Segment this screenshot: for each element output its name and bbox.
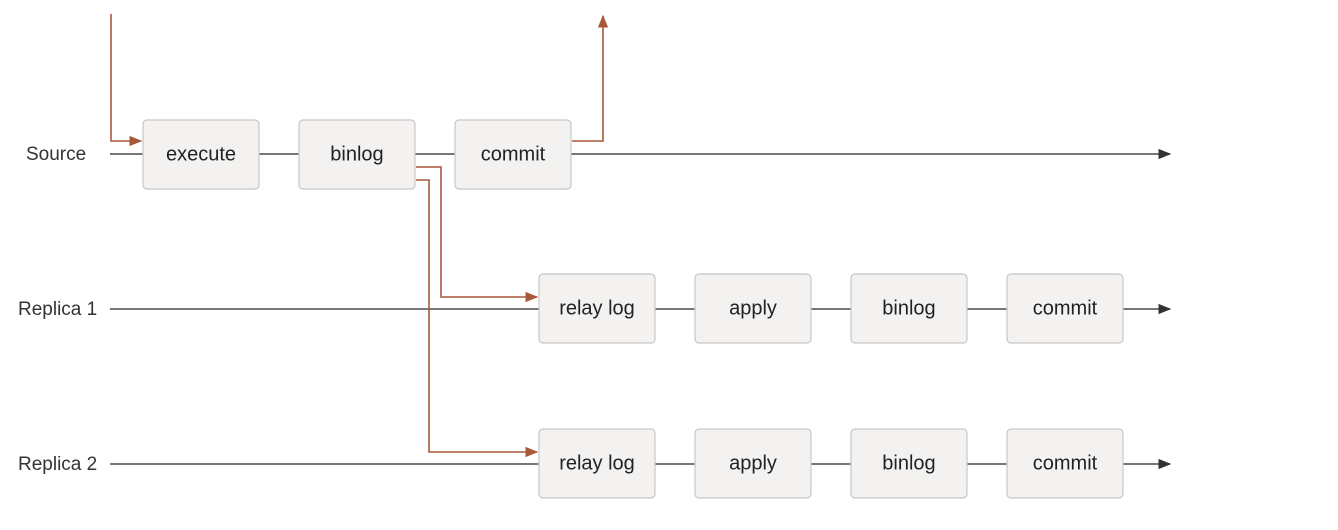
source-execute-box: [142, 119, 260, 190]
replica-2-binlog-box: [850, 428, 968, 499]
source-commit-box: [454, 119, 572, 190]
replica-1-apply-label: apply: [729, 297, 777, 319]
replica-2-commit-box: [1006, 428, 1124, 499]
commit-return-arrow: [572, 14, 609, 142]
replica-1-commit-label: commit: [1033, 297, 1098, 319]
replica-2-commit-label: commit: [1033, 452, 1098, 474]
replica-1-apply-box: [694, 273, 812, 344]
replica-2-apply-box: [694, 428, 812, 499]
row-label-source: Source: [26, 144, 86, 165]
row-label-replica-2: Replica 2: [18, 454, 97, 475]
replica-2-relay-log-box: [538, 428, 656, 499]
row-label-replica-1: Replica 1: [18, 299, 97, 320]
replica-2-binlog-label: binlog: [882, 452, 935, 474]
binlog-to-replica-1-arrow: [416, 166, 539, 303]
source-commit-label: commit: [481, 143, 546, 165]
replica-1-binlog-label: binlog: [882, 297, 935, 319]
source-binlog-box: [298, 119, 416, 190]
incoming-transaction-arrow: [110, 14, 143, 147]
replica-2-apply-label: apply: [729, 452, 777, 474]
source-execute-label: execute: [166, 143, 236, 165]
source-binlog-label: binlog: [330, 143, 383, 165]
replica-1-relay-log-label: relay log: [559, 297, 635, 319]
replica-2-relay-log-label: relay log: [559, 452, 635, 474]
replica-1-binlog-box: [850, 273, 968, 344]
replica-1-relay-log-box: [538, 273, 656, 344]
binlog-to-replica-2-arrow: [416, 179, 539, 458]
replica-1-commit-box: [1006, 273, 1124, 344]
